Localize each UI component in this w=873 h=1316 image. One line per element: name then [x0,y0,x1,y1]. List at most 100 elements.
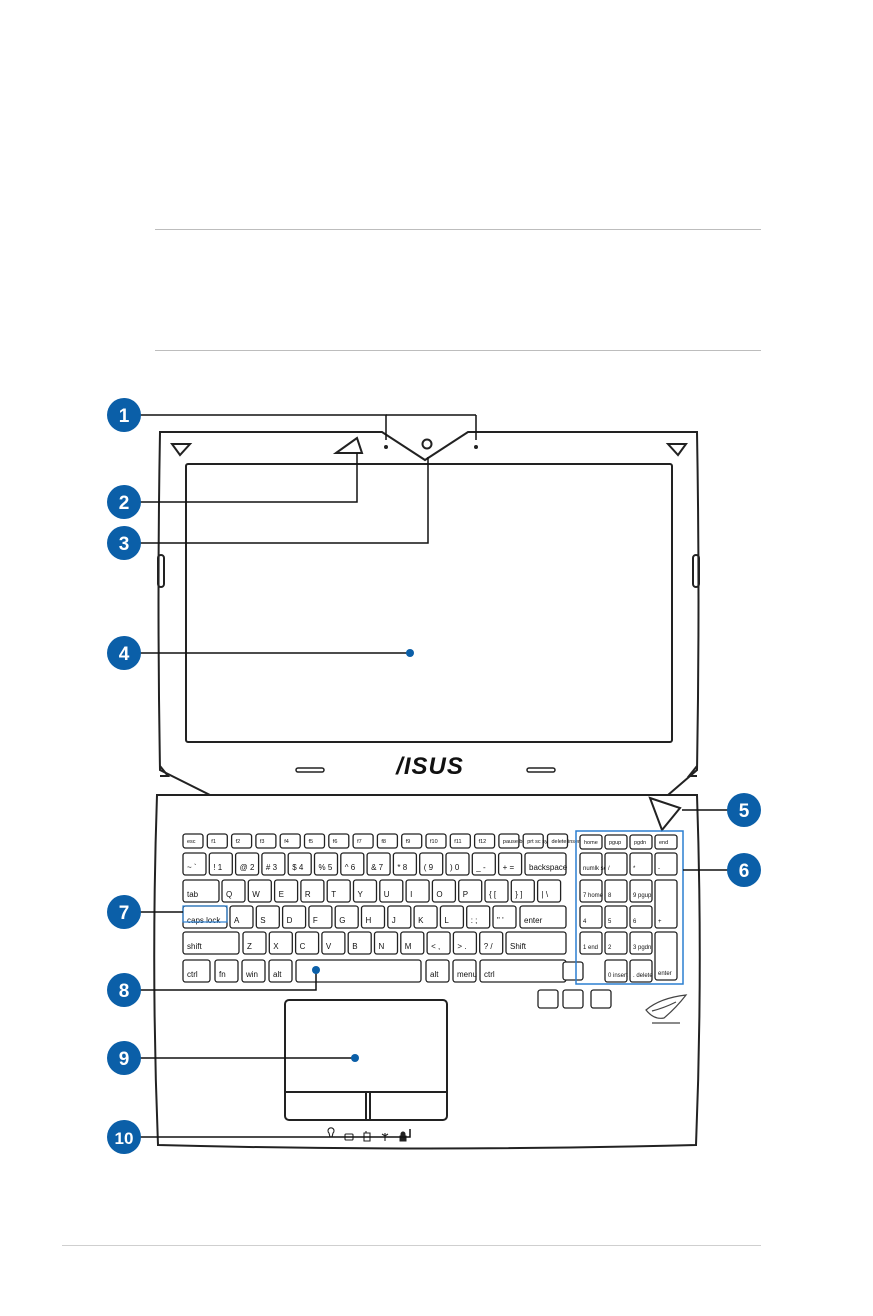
key-z-6[interactable]: N [373,931,399,955]
key-fn-2[interactable]: f2 [230,833,253,849]
key-numpad-0[interactable]: numlk scr lk [579,852,616,876]
key-fn-5[interactable]: f5 [303,833,326,849]
key-q-10[interactable]: P [458,879,483,903]
key-numpad-7[interactable]: + [654,879,678,929]
key-fn-4[interactable]: f4 [279,833,301,849]
key-numpad-3[interactable]: - [654,852,678,876]
key-q-2[interactable]: W [247,879,272,903]
key-z-7[interactable]: M [400,931,425,955]
key-bottom-7[interactable]: ctrl [479,959,567,983]
key-bottom-6[interactable]: menu [452,959,477,983]
key-num-0[interactable]: ~ ` [182,852,207,876]
key-num-6[interactable]: ^ 6 [340,852,365,876]
key-z-5[interactable]: B [347,931,372,955]
key-fn-0[interactable]: esc [182,833,204,849]
arrow-up-key[interactable] [562,961,584,981]
key-numpad-11[interactable]: 1 end [579,931,603,955]
key-q-0[interactable]: tab [182,879,220,903]
key-fn-12[interactable]: f12 [473,833,496,849]
key-a-10[interactable]: : ; [466,905,491,929]
key-num-13[interactable]: backspace [524,852,568,876]
key-numpad-13[interactable]: 3 pgdn [629,931,653,955]
key-a-9[interactable]: L [439,905,465,929]
key-a-8[interactable]: K [413,905,438,929]
key-fn-6[interactable]: f6 [328,833,350,849]
key-q-7[interactable]: U [379,879,404,903]
key-a-0[interactable]: caps lock [182,905,228,929]
key-fn-7[interactable]: f7 [352,833,374,849]
key-fn-14[interactable]: prt sc sysrq [522,833,555,849]
key-q-3[interactable]: E [273,879,299,903]
arrow-left-key[interactable] [537,989,559,1009]
key-num-9[interactable]: ( 9 [419,852,444,876]
key-numpad-4[interactable]: 7 home [579,879,604,903]
key-fn-3[interactable]: f3 [255,833,277,849]
key-bottom-0[interactable]: ctrl [182,959,211,983]
key-numpad-2[interactable]: * [629,852,653,876]
key-num-8[interactable]: * 8 [392,852,418,876]
key-bottom-3[interactable]: alt [268,959,293,983]
key-fn-15[interactable]: delete insert [546,833,582,849]
key-num-11[interactable]: _ - [471,852,496,876]
key-q-6[interactable]: Y [352,879,378,903]
key-q-8[interactable]: I [405,879,430,903]
key-a-2[interactable]: S [255,905,280,929]
key-q-9[interactable]: O [431,879,457,903]
key-q-5[interactable]: T [326,879,351,903]
key-z-3[interactable]: C [294,931,320,955]
key-z-4[interactable]: V [321,931,346,955]
key-z-1[interactable]: Z [242,931,267,955]
key-numpad-1[interactable]: / [604,852,628,876]
key-a-5[interactable]: G [334,905,359,929]
key-numpad-10[interactable]: 6 [629,905,653,929]
key-z-8[interactable]: < , [426,931,451,955]
key-a-1[interactable]: A [229,905,254,929]
key-numpad-6[interactable]: 9 pgup [629,879,653,903]
key-numpad-14[interactable]: enter [654,931,678,981]
key-num-10[interactable]: ) 0 [445,852,470,876]
key-numpad-9[interactable]: 5 [604,905,628,929]
arrow-right-key[interactable] [590,989,612,1009]
key-q-4[interactable]: R [300,879,325,903]
power-button[interactable] [648,796,682,832]
key-a-6[interactable]: H [360,905,386,929]
key-a-7[interactable]: J [387,905,412,929]
arrow-down-key[interactable] [562,989,584,1009]
key-bottom-2[interactable]: win [241,959,266,983]
key-a-12[interactable]: enter [519,905,567,929]
key-numpad-15[interactable]: 0 insert [604,959,628,983]
key-q-13[interactable]: | \ [536,879,562,903]
key-num-7[interactable]: & 7 [366,852,391,876]
key-z-10[interactable]: ? / [479,931,504,955]
key-nav-1[interactable]: pgup [604,834,628,850]
key-numpad-16[interactable]: . delete [629,959,653,983]
key-z-9[interactable]: > . [452,931,478,955]
key-fn-8[interactable]: f8 [376,833,399,849]
key-fn-13[interactable]: pause break [498,833,534,849]
key-numpad-12[interactable]: 2 [604,931,628,955]
key-bottom-1[interactable]: fn [214,959,239,983]
key-bottom-5[interactable]: alt [425,959,450,983]
key-num-12[interactable]: + = [497,852,523,876]
key-nav-0[interactable]: home [579,834,603,850]
key-z-2[interactable]: X [268,931,293,955]
key-z-0[interactable]: shift [182,931,240,955]
key-a-4[interactable]: F [308,905,333,929]
key-num-2[interactable]: @ 2 [234,852,260,876]
key-q-1[interactable]: Q [221,879,246,903]
key-q-11[interactable]: { [ [484,879,509,903]
key-nav-2[interactable]: pgdn [629,834,653,850]
key-num-3[interactable]: # 3 [261,852,286,876]
key-fn-9[interactable]: f9 [401,833,423,849]
key-z-11[interactable]: Shift [505,931,567,955]
key-numpad-8[interactable]: 4 [579,905,603,929]
key-a-3[interactable]: D [281,905,307,929]
key-num-4[interactable]: $ 4 [287,852,312,876]
key-fn-11[interactable]: f11 [449,833,471,849]
key-num-5[interactable]: % 5 [313,852,339,876]
key-fn-10[interactable]: f10 [425,833,447,849]
key-a-11[interactable]: " ' [492,905,517,929]
key-num-1[interactable]: ! 1 [208,852,233,876]
key-bottom-4[interactable] [295,959,422,983]
key-q-12[interactable]: } ] [510,879,535,903]
